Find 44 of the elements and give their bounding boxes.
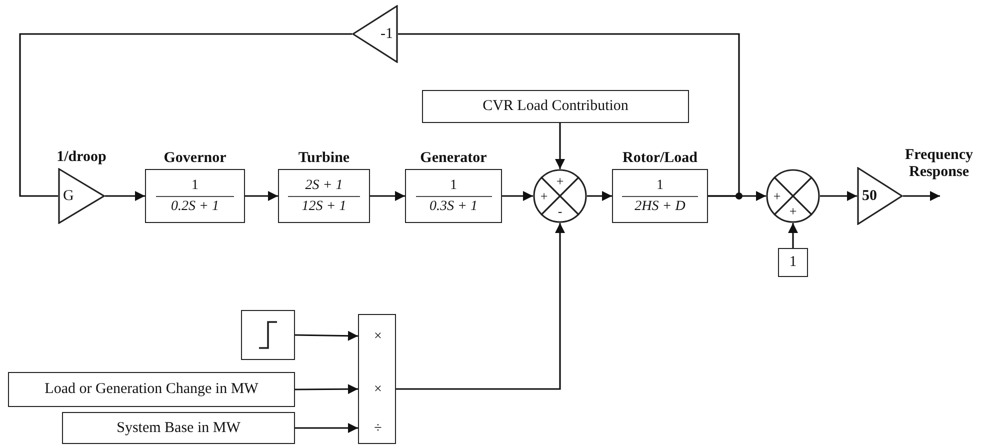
block-title: Governor bbox=[164, 149, 226, 167]
sign-label: - bbox=[558, 204, 562, 218]
numerator: 2S + 1 bbox=[305, 178, 343, 194]
signal-arrow bbox=[555, 123, 565, 169]
gain-value: -1 bbox=[380, 25, 393, 43]
denominator: 0.2S + 1 bbox=[171, 198, 219, 214]
block-title: 1/droop bbox=[56, 148, 106, 166]
numerator: 1 bbox=[450, 178, 457, 194]
signal-arrow bbox=[820, 191, 857, 201]
numerator: 1 bbox=[656, 178, 664, 194]
signal-arrow bbox=[295, 423, 358, 433]
block-title: Generator bbox=[420, 149, 487, 167]
signal-arrow bbox=[295, 384, 358, 394]
signal-arrow bbox=[245, 191, 278, 201]
gain-value: G bbox=[63, 187, 74, 205]
signal-arrow bbox=[370, 191, 405, 201]
sign-label: + bbox=[773, 190, 781, 202]
signal-arrow bbox=[587, 191, 612, 201]
sign-label: + bbox=[789, 204, 797, 218]
numerator: 1 bbox=[192, 178, 198, 194]
input-block: Load or Generation Change in MW bbox=[8, 372, 295, 407]
sign-label: + bbox=[556, 174, 564, 188]
product-block bbox=[358, 314, 396, 444]
denominator: 2HS + D bbox=[634, 198, 686, 214]
input-block: System Base in MW bbox=[62, 412, 295, 444]
signal-arrow bbox=[788, 223, 798, 248]
signal-arrow bbox=[396, 223, 565, 390]
signal-arrow bbox=[105, 191, 145, 201]
block-title: Turbine bbox=[298, 149, 350, 167]
output-label: Frequency Response bbox=[904, 147, 974, 181]
operator-sign: ÷ bbox=[374, 422, 382, 436]
signal-arrow bbox=[294, 330, 358, 341]
step-block bbox=[241, 310, 295, 360]
sign-label: + bbox=[540, 190, 548, 202]
gain-value: 50 bbox=[862, 187, 877, 205]
input-block: 1 bbox=[778, 248, 808, 277]
signal-arrow bbox=[903, 191, 940, 201]
input-block: CVR Load Contribution bbox=[422, 90, 689, 123]
denominator: 0.3S + 1 bbox=[430, 198, 478, 214]
block-title: Rotor/Load bbox=[622, 149, 698, 167]
operator-sign: × bbox=[374, 383, 382, 397]
operator-sign: × bbox=[374, 330, 382, 344]
signal-arrow bbox=[502, 191, 533, 201]
denominator: 12S + 1 bbox=[302, 198, 346, 214]
